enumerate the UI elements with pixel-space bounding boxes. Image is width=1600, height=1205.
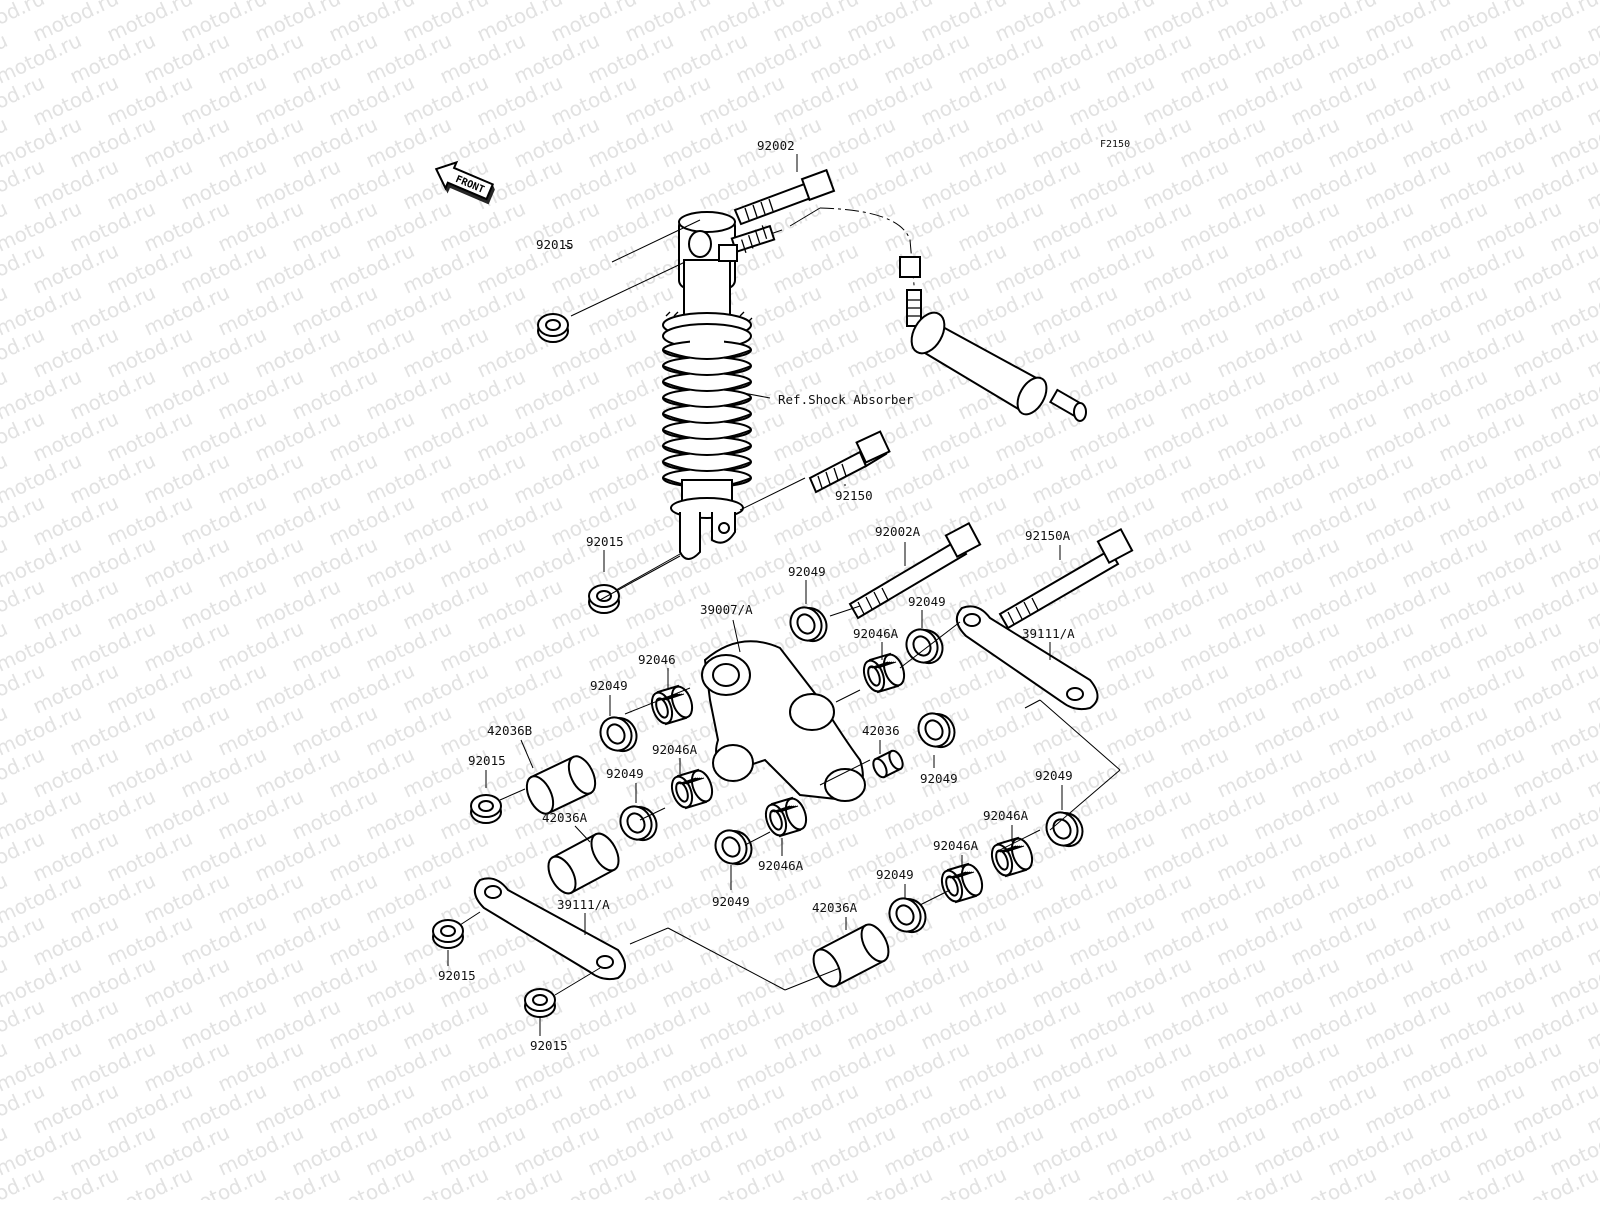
part-label-92049: 92049 xyxy=(908,594,946,609)
seal-92049 xyxy=(917,712,956,749)
seal-92049 xyxy=(599,716,638,753)
tie-rod-right-39111 xyxy=(955,605,1099,711)
bolt-92002 xyxy=(733,168,836,226)
seal-92049 xyxy=(1045,811,1084,848)
needle-bearing-92046 xyxy=(650,684,694,726)
part-label-39111: 39111/A xyxy=(1022,626,1075,641)
part-label-92049: 92049 xyxy=(712,894,750,909)
part-label-ref-shock-absorber: Ref.Shock Absorber xyxy=(778,392,914,407)
part-label-92015: 92015 xyxy=(530,1038,568,1053)
part-label-92015: 92015 xyxy=(586,534,624,549)
front-arrow-icon: FRONT xyxy=(434,160,495,205)
part-label-92150: 92150 xyxy=(835,488,873,503)
bolt-92150A xyxy=(998,527,1134,630)
bolt-92150 xyxy=(808,430,891,494)
seal-92049 xyxy=(789,606,828,643)
part-label-92046A: 92046A xyxy=(652,742,698,757)
part-label-92046A: 92046A xyxy=(983,808,1029,823)
nut-92015 xyxy=(470,794,502,824)
collar-42036 xyxy=(525,755,597,815)
needle-bearing-92046 xyxy=(862,652,906,694)
nut-92015 xyxy=(537,313,569,343)
part-label-42036: 42036 xyxy=(862,723,900,738)
part-label-92049: 92049 xyxy=(876,867,914,882)
part-labels: 92002 92015 Ref.Shock Absorber 92150 920… xyxy=(438,138,1075,1053)
tie-rod-left-39111 xyxy=(473,877,626,981)
bolt-92002A xyxy=(848,521,982,620)
part-label-92046A: 92046A xyxy=(758,858,804,873)
shock-absorber xyxy=(662,211,783,560)
reservoir-tank xyxy=(819,207,1087,422)
part-label-92015: 92015 xyxy=(438,968,476,983)
part-label-92002: 92002 xyxy=(757,138,795,153)
rocker-arm-39007 xyxy=(701,640,866,802)
part-label-92150A: 92150A xyxy=(1025,528,1071,543)
seal-92049 xyxy=(888,897,927,934)
collar-42036 xyxy=(872,749,904,779)
diagram-code: F2150 xyxy=(1100,139,1130,150)
part-label-92049: 92049 xyxy=(606,766,644,781)
collar-42036 xyxy=(547,832,620,895)
needle-bearing-92046 xyxy=(940,862,984,904)
nut-92015 xyxy=(524,988,556,1018)
part-label-92046A: 92046A xyxy=(933,838,979,853)
nut-92015 xyxy=(588,584,620,614)
part-label-92049: 92049 xyxy=(590,678,628,693)
part-label-42036A: 42036A xyxy=(812,900,858,915)
leader-lines xyxy=(447,154,1121,1036)
part-label-92015: 92015 xyxy=(468,753,506,768)
part-label-92046A: 92046A xyxy=(853,626,899,641)
seal-92049 xyxy=(905,628,944,665)
part-label-92049: 92049 xyxy=(1035,768,1073,783)
seal-92049 xyxy=(714,829,753,866)
part-label-92049: 92049 xyxy=(788,564,826,579)
part-label-39111: 39111/A xyxy=(557,897,610,912)
part-label-92002A: 92002A xyxy=(875,524,921,539)
part-label-42036B: 42036B xyxy=(487,723,532,738)
needle-bearing-92046 xyxy=(764,796,808,838)
part-label-92046: 92046 xyxy=(638,652,676,667)
part-label-39007: 39007/A xyxy=(700,602,753,617)
part-label-92015: 92015 xyxy=(536,237,574,252)
part-label-42036A: 42036A xyxy=(542,810,588,825)
part-label-92049: 92049 xyxy=(920,771,958,786)
needle-bearing-92046 xyxy=(670,768,714,810)
nut-92015 xyxy=(432,919,464,949)
